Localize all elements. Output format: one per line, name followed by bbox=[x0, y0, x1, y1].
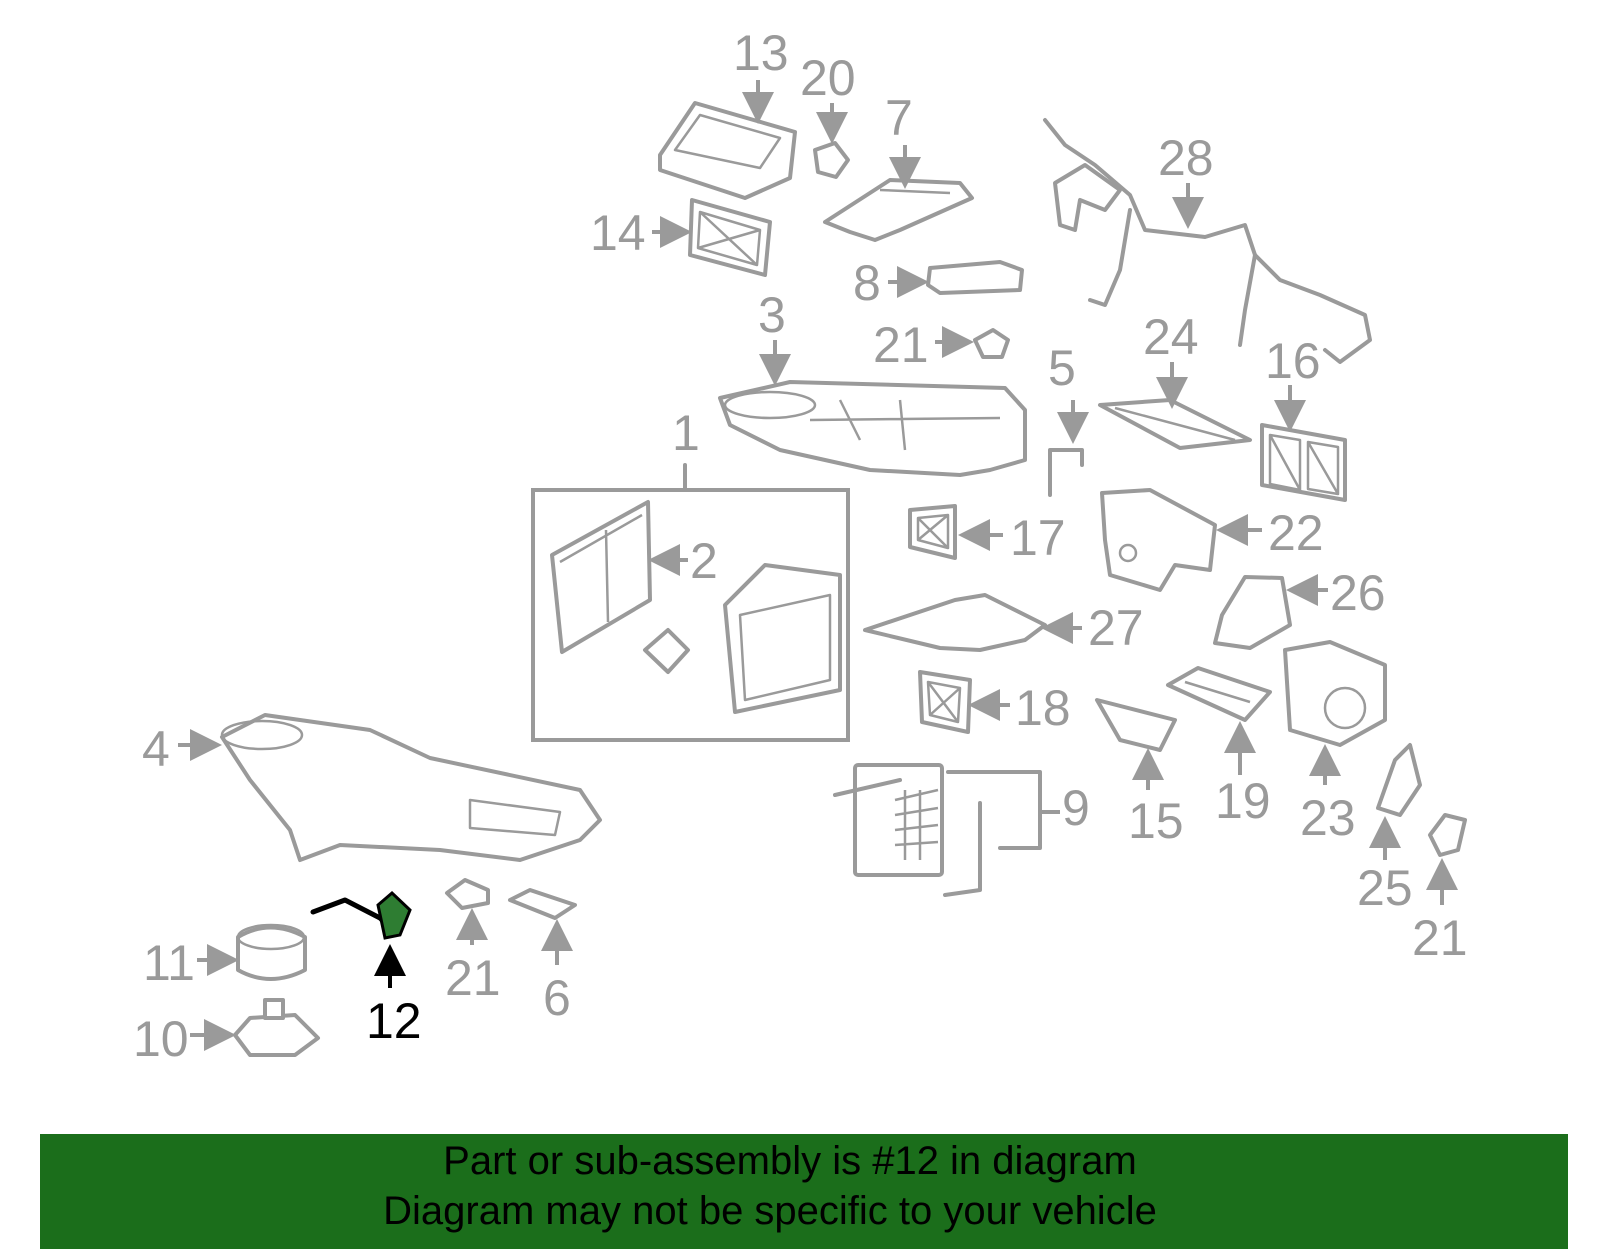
callout-13: 13 bbox=[733, 25, 789, 81]
part-18-drawing bbox=[918, 670, 972, 734]
part-11-drawing bbox=[236, 923, 307, 981]
part-evaporator-drawing bbox=[643, 563, 842, 714]
callout-24: 24 bbox=[1143, 309, 1199, 365]
callout-16: 16 bbox=[1265, 333, 1321, 389]
part-15-drawing bbox=[1095, 698, 1177, 752]
part-5-drawing bbox=[1048, 448, 1084, 497]
callout-6: 6 bbox=[543, 970, 571, 1026]
part-22-drawing bbox=[1100, 488, 1217, 592]
part-23-drawing bbox=[1283, 640, 1387, 747]
part-12-drawing bbox=[310, 890, 412, 940]
callout-21c: 21 bbox=[1412, 910, 1468, 966]
callout-1: 1 bbox=[672, 405, 700, 461]
part-20-drawing bbox=[813, 141, 850, 179]
callout-9: 9 bbox=[1062, 780, 1090, 836]
part-28-drawing bbox=[1043, 118, 1372, 364]
part-24-drawing bbox=[1098, 398, 1252, 450]
callout-11: 11 bbox=[143, 935, 195, 991]
callout-5: 5 bbox=[1048, 340, 1076, 396]
part-2-drawing bbox=[550, 500, 652, 654]
callout-18: 18 bbox=[1015, 680, 1071, 736]
part-21c-drawing bbox=[1428, 813, 1467, 857]
part-25-drawing bbox=[1376, 743, 1422, 817]
part-21a-drawing bbox=[973, 328, 1010, 359]
part-6-drawing bbox=[508, 888, 577, 920]
banner-line-1: Part or sub-assembly is #12 in diagram bbox=[443, 1139, 1137, 1183]
callout-7: 7 bbox=[885, 90, 913, 146]
callout-21a: 21 bbox=[873, 317, 929, 373]
callout-15: 15 bbox=[1128, 793, 1184, 849]
callout-12: 12 bbox=[366, 993, 422, 1049]
part-17-drawing bbox=[908, 504, 957, 560]
callout-22: 22 bbox=[1268, 505, 1324, 561]
part-9-drawing bbox=[833, 763, 982, 897]
callout-4: 4 bbox=[142, 721, 170, 777]
part-19-drawing bbox=[1166, 666, 1272, 722]
callout-19: 19 bbox=[1215, 773, 1271, 829]
part-10-drawing bbox=[233, 998, 320, 1057]
part-13-drawing bbox=[658, 101, 797, 200]
part-21b-drawing bbox=[445, 878, 490, 910]
callout-10: 10 bbox=[133, 1011, 189, 1067]
callout-8: 8 bbox=[853, 255, 881, 311]
callout-3: 3 bbox=[758, 287, 786, 343]
callout-20: 20 bbox=[800, 50, 856, 106]
callout-27: 27 bbox=[1088, 600, 1144, 656]
part-16-drawing bbox=[1260, 423, 1347, 502]
callout-21b: 21 bbox=[445, 950, 501, 1006]
info-banner: Part or sub-assembly is #12 in diagram D… bbox=[40, 1134, 1568, 1249]
callout-17: 17 bbox=[1010, 510, 1066, 566]
part-26-drawing bbox=[1213, 575, 1292, 650]
part-3-drawing bbox=[718, 380, 1027, 477]
part-14-drawing bbox=[688, 198, 772, 277]
part-1-assembly-box bbox=[531, 488, 850, 742]
banner-line-2: Diagram may not be specific to your vehi… bbox=[383, 1189, 1157, 1233]
part-4-drawing bbox=[220, 713, 602, 862]
callout-25: 25 bbox=[1357, 860, 1413, 916]
callout-14: 14 bbox=[590, 205, 646, 261]
callout-26: 26 bbox=[1330, 565, 1386, 621]
callout-28: 28 bbox=[1158, 130, 1214, 186]
part-8-drawing bbox=[926, 260, 1024, 295]
part-7-drawing bbox=[823, 178, 974, 242]
callout-2: 2 bbox=[690, 533, 718, 589]
part-27-drawing bbox=[863, 593, 1047, 652]
callout-23: 23 bbox=[1300, 790, 1356, 846]
